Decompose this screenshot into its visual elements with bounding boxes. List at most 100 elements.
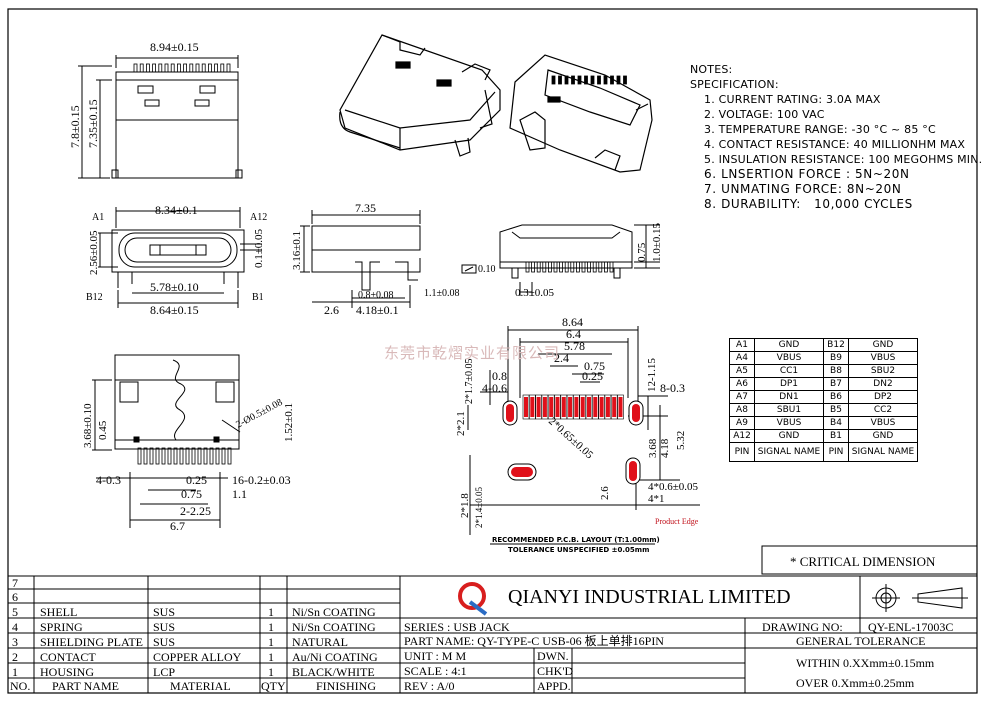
tolerance-over: OVER 0.Xmm±0.25mm: [796, 676, 915, 690]
pcb-2-14: 2*1.4±0.05: [474, 487, 484, 528]
pin-shape: [576, 261, 580, 273]
bom-cell: SUS: [153, 635, 175, 649]
pcb-12-115: 12-1.15: [646, 358, 658, 392]
pin-shape: [214, 63, 219, 73]
general-tolerance: GENERAL TOLERANCE: [796, 634, 926, 648]
bom-header-cell: PART NAME: [52, 679, 119, 693]
pin-shape: [170, 63, 175, 73]
pin-id: B7: [823, 377, 849, 391]
pcb-025: 0.25: [582, 369, 603, 383]
dim-h78: 7.8±0.15: [68, 105, 82, 148]
pin-id: A9: [729, 416, 755, 430]
pcb-4-06b: 4*0.6±0.05: [648, 481, 699, 493]
signal-name: SBU1: [754, 403, 824, 417]
pin-shape: [183, 63, 188, 73]
dim-top-width: 8.94±0.15: [150, 40, 199, 54]
pin-shape: [597, 75, 601, 85]
signal-name: VBUS: [848, 351, 918, 365]
pin-id: A12: [729, 429, 755, 443]
bom-cell: Au/Ni COATING: [292, 650, 378, 664]
pin-shape: [616, 75, 621, 85]
isometric-view-1: [339, 34, 501, 157]
bom-cell: Ni/Sn COATING: [292, 620, 376, 634]
bom-header-cell: FINISHING: [316, 679, 376, 693]
pcb-pad: [605, 397, 610, 417]
pcb-2-17: 2*1.7±0.05: [464, 359, 475, 405]
signal-name: VBUS: [848, 416, 918, 430]
part-name: PART NAME: QY-TYPE-C USB-06 板上单排16PIN: [404, 634, 664, 648]
pin-shape: [155, 447, 160, 465]
note-2: 2. VOLTAGE: 100 VAC: [704, 108, 825, 121]
pin-shape: [133, 63, 138, 73]
appd-label: APPD.: [537, 679, 571, 693]
bom-cell: 6: [12, 590, 18, 604]
pin-shape: [571, 75, 575, 85]
pin-shape: [161, 447, 166, 465]
pcb-pad: [612, 397, 617, 417]
pin-shape: [623, 75, 627, 85]
pcb-pad: [587, 397, 591, 417]
title-block-grid: [7, 575, 978, 694]
dim-d418: 4.18±0.1: [356, 303, 399, 317]
bom-cell: 1: [268, 605, 274, 619]
dim-flat: 0.10: [478, 264, 496, 275]
note-7: 7. UNMATING FORCE: 8N~20N: [704, 182, 902, 196]
pcb-pad: [568, 397, 573, 417]
dim-d03: 0.3±0.05: [515, 287, 555, 299]
pin-shape: [137, 447, 142, 465]
pcb-pad: [555, 397, 560, 417]
dim-h735: 7.35±0.15: [86, 99, 100, 148]
dim-d26: 2.6: [324, 303, 339, 317]
pcb-065: 2*0.65±0.05: [546, 415, 596, 461]
pcb-864: 8.64: [562, 315, 583, 329]
pcb-26: 2.6: [599, 486, 611, 500]
isometric-view-2: [509, 54, 653, 173]
pcb-product-edge: Product Edge: [655, 517, 699, 526]
pcb-64: 6.4: [566, 327, 581, 341]
pin-shape: [590, 75, 595, 85]
pcb-pad: [524, 397, 528, 417]
note-6: 6. LNSERTION FORCE : 5N~20N: [704, 167, 910, 181]
pin-shape: [536, 261, 541, 273]
pin-shape: [176, 63, 181, 73]
dim-d10: 1.0±0.15: [651, 222, 663, 262]
pin-shape: [220, 63, 225, 73]
signal-name: GND: [848, 429, 918, 443]
pin-shape: [610, 75, 614, 85]
pcb-pad: [542, 397, 547, 417]
bom-cell: BLACK/WHITE: [292, 665, 375, 679]
bom-cell: SHELL: [40, 605, 77, 619]
pcb-24: 2.4: [554, 351, 569, 365]
pcb-418: 4.18: [659, 438, 671, 458]
bom-cell: SUS: [153, 605, 175, 619]
notes-subtitle: SPECIFICATION:: [690, 78, 779, 91]
note-1: 1. CURRENT RATING: 3.0A MAX: [704, 93, 881, 106]
pcb-2-21: 2*2.1: [455, 411, 467, 436]
bom-cell: 3: [12, 635, 18, 649]
label-a1: A1: [92, 212, 104, 223]
pcb-075: 0.75: [584, 359, 605, 373]
chkd-label: CHK'D: [537, 664, 574, 678]
pin-shape: [592, 261, 597, 273]
pcb-pad: [618, 397, 623, 417]
series: SERIES : USB JACK: [404, 620, 510, 634]
dim-bot-4-03: 4-0.3: [96, 473, 121, 487]
pin-shape: [542, 261, 547, 273]
pin-shape: [197, 447, 202, 465]
bom-header-cell: QTY: [261, 679, 286, 693]
pin-shape: [553, 261, 558, 273]
pin-shape: [207, 63, 212, 73]
signal-name: GND: [848, 338, 918, 352]
note-8: 8. DURABILITY: 10,000 CYCLES: [704, 197, 913, 211]
pcb-532: 5.32: [675, 431, 687, 450]
pin-shape: [564, 75, 569, 85]
pin-id: B12: [823, 338, 849, 352]
pcb-pad: [549, 397, 554, 417]
